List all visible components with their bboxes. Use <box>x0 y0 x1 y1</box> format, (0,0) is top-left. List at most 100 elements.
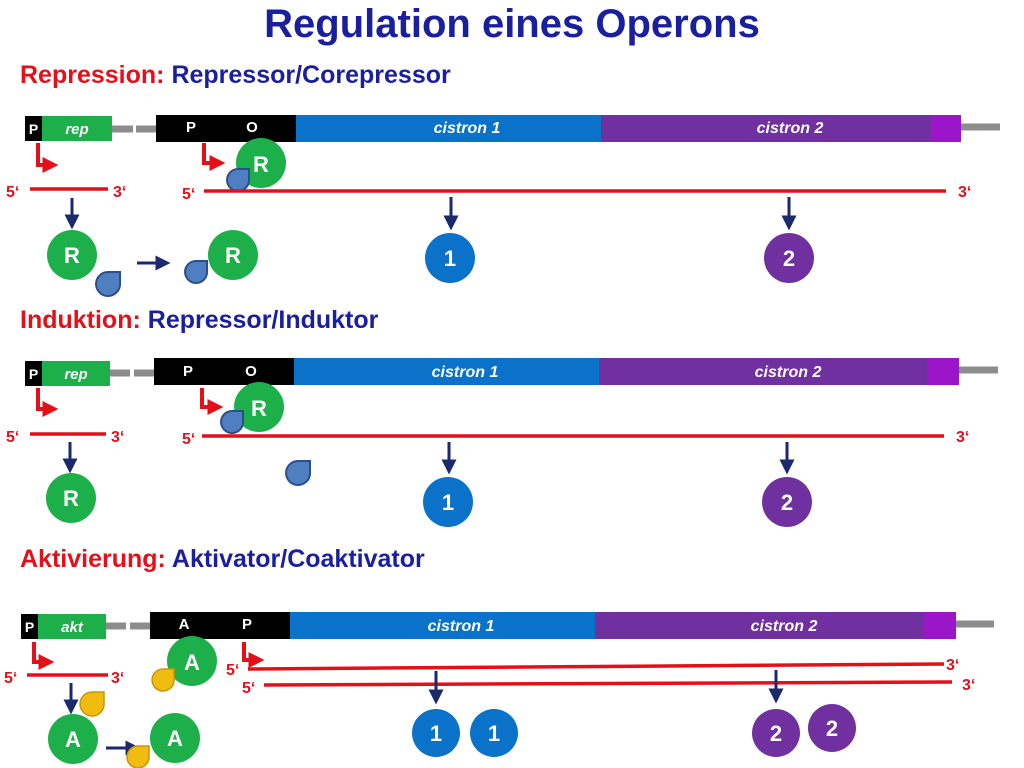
transcription-start-arrow <box>36 143 59 173</box>
activator-site-label: A <box>179 616 190 633</box>
corepressor-icon <box>226 168 250 192</box>
mrna-3-label: 3‘ <box>962 677 975 694</box>
cistron-1-label: cistron 1 <box>432 364 499 381</box>
activator-coactivator-complex: A <box>126 713 200 768</box>
product-2: 2 <box>762 477 812 527</box>
mrna-5-label: 5‘ <box>6 184 19 201</box>
mrna-3-label: 3‘ <box>111 429 124 446</box>
corepressor-icon <box>184 260 208 284</box>
repressor-corepressor-complex: R <box>184 230 258 284</box>
page-title: Regulation eines Operons <box>264 2 760 46</box>
product-label: 1 <box>488 721 500 746</box>
regulator-gene-label: rep <box>65 121 88 138</box>
operator-label: O <box>245 363 257 380</box>
section-repression: P rep P O cistron 1 cistron 2 R 5‘ 3‘ <box>6 115 1000 297</box>
regulator-promoter-label: P <box>25 619 34 635</box>
cistron-2-label: cistron 2 <box>755 364 822 381</box>
protein-label: R <box>225 243 241 268</box>
heading-proteins: Aktivator/Coaktivator <box>171 545 425 573</box>
operon-dna: P O cistron 1 cistron 2 <box>136 115 1000 142</box>
product-2: 2 <box>752 709 800 757</box>
bound-activator: A <box>151 636 217 692</box>
heading-mode: Induktion: <box>20 306 141 334</box>
section-induktion: P rep P O cistron 1 cistron 2 R 5‘ 3‘ <box>6 358 998 527</box>
mrna-5-label: 5‘ <box>4 670 17 687</box>
regulator-gene-label: akt <box>61 619 84 636</box>
transcription-start-arrow <box>202 143 226 171</box>
promoter-label: P <box>186 119 196 136</box>
regulator-gene: P rep <box>25 116 133 141</box>
corepressor-icon <box>95 271 121 297</box>
product-1: 1 <box>423 477 473 527</box>
product-label: 2 <box>770 721 782 746</box>
product-label: 2 <box>826 716 838 741</box>
promoter-label: P <box>183 363 193 380</box>
product-label: 2 <box>781 490 793 515</box>
mrna-3-label: 3‘ <box>958 184 971 201</box>
product-2: 2 <box>808 704 856 752</box>
protein-label: A <box>65 727 81 752</box>
regulator-gene: P rep <box>25 361 130 386</box>
cistron-1-label: cistron 1 <box>434 120 501 137</box>
inducer-icon <box>220 410 244 434</box>
protein-label: R <box>253 152 269 177</box>
regulator-promoter-label: P <box>29 366 38 382</box>
regulator-gene: P akt <box>21 614 126 639</box>
product-label: 1 <box>444 246 456 271</box>
heading-mode: Aktivierung: <box>20 545 166 573</box>
cistron-2-label: cistron 2 <box>751 618 818 635</box>
operon-dna: P O cistron 1 cistron 2 <box>134 358 998 385</box>
coactivator-icon <box>126 745 150 768</box>
mrna-5-label: 5‘ <box>6 429 19 446</box>
mrna-5-label: 5‘ <box>242 680 255 697</box>
activator-protein: A <box>48 714 98 764</box>
bound-repressor: R <box>226 138 286 192</box>
heading-proteins: Repressor/Corepressor <box>171 61 451 89</box>
protein-label: R <box>64 243 80 268</box>
mrna-3-label: 3‘ <box>111 670 124 687</box>
regulator-promoter-label: P <box>29 121 38 137</box>
transcription-start-arrow <box>200 388 224 415</box>
protein-label: R <box>63 486 79 511</box>
transcription-start-arrow <box>242 642 265 668</box>
regulator-gene-label: rep <box>64 366 87 383</box>
section-heading-aktivierung: Aktivierung: Aktivator/Coaktivator <box>20 545 425 574</box>
promoter-label: P <box>242 616 252 633</box>
mrna-3-label: 3‘ <box>946 657 959 674</box>
product-label: 1 <box>430 721 442 746</box>
heading-mode: Repression: <box>20 61 165 89</box>
product-1: 1 <box>470 709 518 757</box>
cistron-2-label: cistron 2 <box>757 120 824 137</box>
operon-dna: A P cistron 1 cistron 2 <box>130 612 994 639</box>
mrna-3-label: 3‘ <box>956 429 969 446</box>
cistron-1-label: cistron 1 <box>428 618 495 635</box>
operon-mrna <box>263 680 953 687</box>
product-2: 2 <box>764 233 814 283</box>
operator-label: O <box>246 119 258 136</box>
heading-proteins: Repressor/Induktor <box>147 306 379 334</box>
section-heading-induktion: Induktion: Repressor/Induktor <box>20 306 378 335</box>
product-1: 1 <box>412 709 460 757</box>
operon-mrna <box>247 662 945 671</box>
mrna-5-label: 5‘ <box>182 431 195 448</box>
coactivator-icon <box>79 691 105 717</box>
repressor-protein: R <box>46 473 96 523</box>
mrna-5-label: 5‘ <box>182 186 195 203</box>
product-label: 2 <box>783 246 795 271</box>
transcription-start-arrow <box>32 642 55 670</box>
protein-label: R <box>251 396 267 421</box>
bound-repressor: R <box>220 382 284 434</box>
product-1: 1 <box>425 233 475 283</box>
repressor-protein: R <box>47 230 97 280</box>
protein-label: A <box>167 726 183 751</box>
inducer-icon <box>285 460 311 486</box>
product-label: 1 <box>442 490 454 515</box>
protein-label: A <box>184 650 200 675</box>
transcription-start-arrow <box>36 388 59 417</box>
mrna-3-label: 3‘ <box>113 184 126 201</box>
section-aktivierung: P akt A P cistron 1 cistron 2 A 5‘ 3‘ <box>4 612 994 768</box>
coactivator-icon <box>151 668 175 692</box>
section-heading-repression: Repression: Repressor/Corepressor <box>20 61 451 90</box>
mrna-5-label: 5‘ <box>226 662 239 679</box>
